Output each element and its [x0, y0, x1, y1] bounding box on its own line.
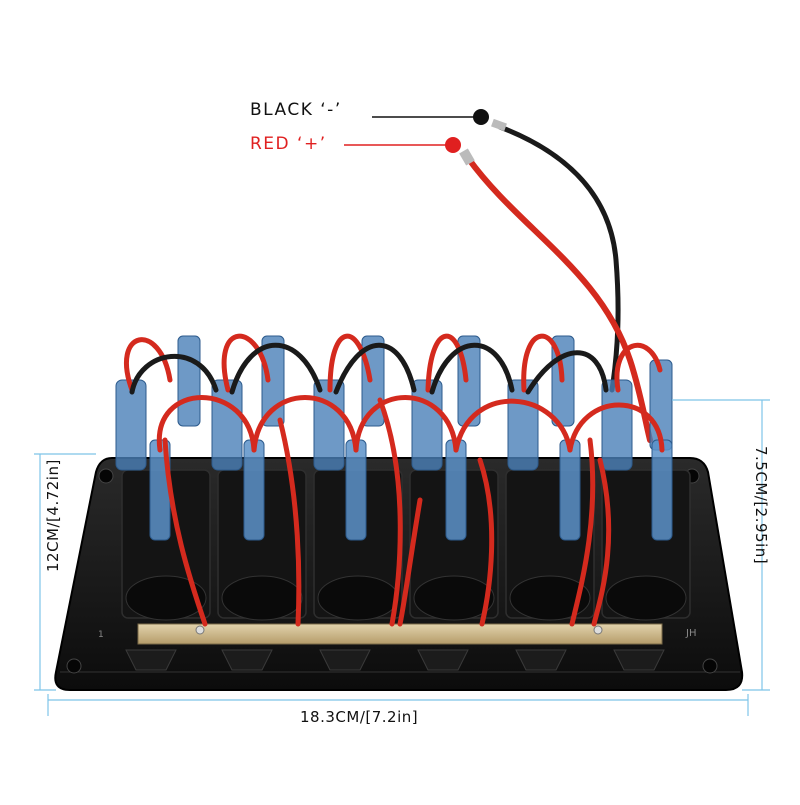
panel-marking-left: 1 [98, 630, 104, 640]
black-power-lead [497, 124, 621, 393]
mount-hole-top-left [98, 468, 114, 484]
bus-bar-screw-left [195, 625, 205, 635]
switch-bases [125, 575, 687, 621]
red-wire-label: RED ‘+’ [250, 134, 327, 154]
red-lead-tip [459, 148, 475, 166]
bus-bar-screw-right [593, 625, 603, 635]
back-row-wires [124, 333, 663, 395]
bus-feed-wires [162, 397, 612, 627]
front-jumper-wires [156, 395, 665, 453]
black-terminal-dot [473, 109, 489, 125]
depth-dimension-label: 7.5CM/[2.95in] [752, 446, 770, 565]
panel-marking-right: JH [686, 628, 697, 639]
black-lead-tip [491, 118, 507, 132]
panel-tabs [125, 649, 665, 671]
dimension-lines [34, 399, 770, 716]
black-wire-label: BLACK ‘-’ [250, 100, 342, 120]
width-dimension-label: 18.3CM/[7.2in] [300, 708, 419, 726]
height-dimension-label: 12CM/[4.72in] [44, 459, 62, 572]
mount-hole-bottom-right [702, 658, 718, 674]
red-terminal-dot [445, 137, 461, 153]
bus-bar [137, 623, 663, 645]
mount-hole-bottom-left [66, 658, 82, 674]
